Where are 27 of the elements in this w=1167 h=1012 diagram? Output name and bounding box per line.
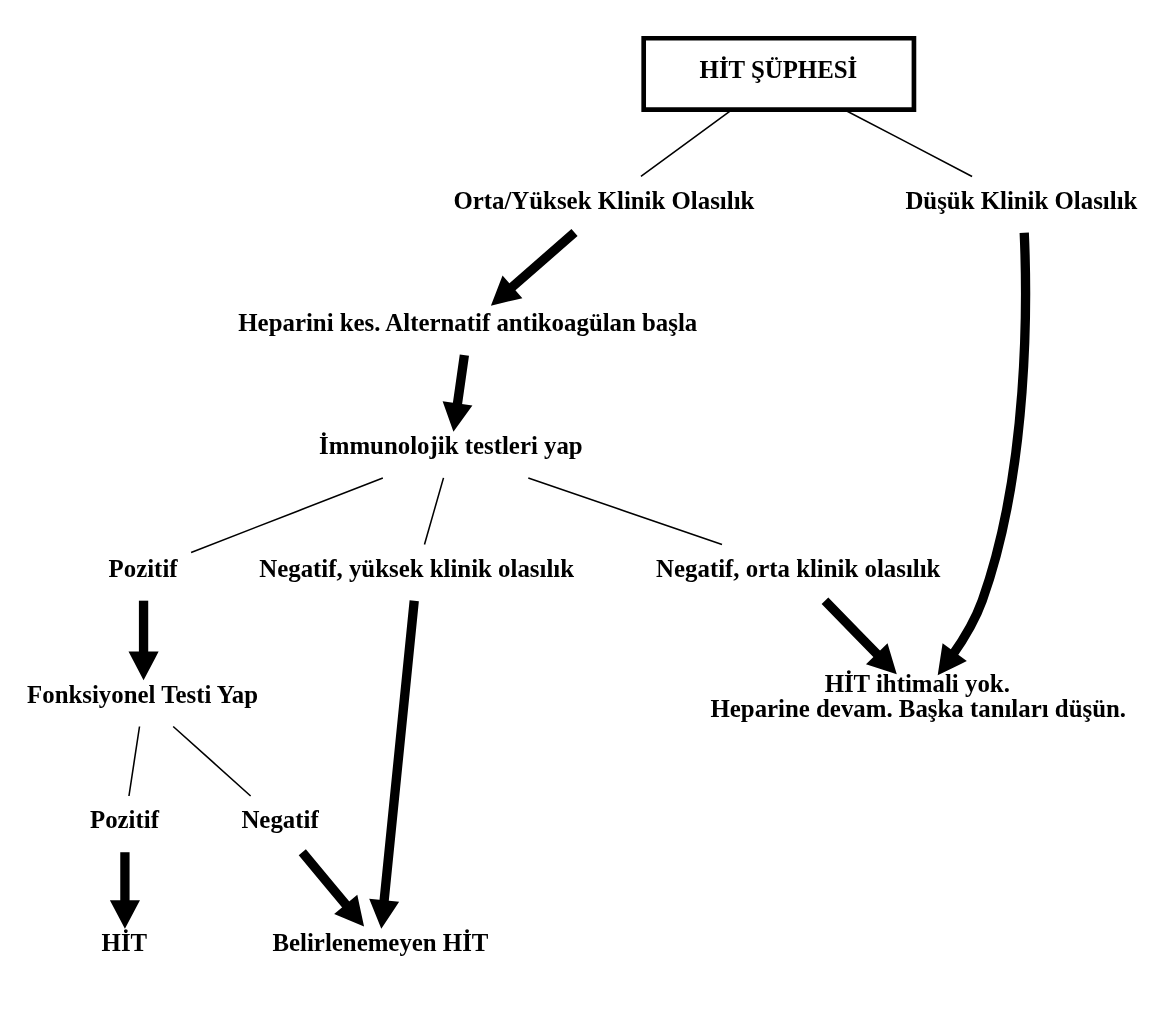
arrow (821, 596, 897, 674)
connector (423, 476, 445, 545)
arrow (109, 851, 140, 929)
node-text: Belirlenemeyen HİT (272, 928, 489, 956)
arrow (298, 848, 365, 926)
arrow (937, 232, 1031, 675)
node-box: HİT ŞÜPHESİ (641, 35, 917, 112)
connector (128, 725, 141, 797)
node-text: Negatif, yüksek klinik olasılık (259, 554, 575, 582)
connector (190, 476, 384, 553)
node-text: Negatif (241, 805, 319, 833)
node-text: HİT (101, 928, 148, 956)
node-text: Pozitif (89, 805, 159, 833)
node-text: HİT ihtimali yok. Heparine devam. Başka tanıları düşün. (710, 669, 1126, 722)
node-text: Negatif, orta klinik olasılık (656, 554, 941, 582)
node-text: Orta/Yüksek Klinik Olasılık (453, 186, 755, 214)
arrow (442, 354, 473, 432)
arrow (369, 599, 419, 929)
node-text: Pozitif (108, 554, 178, 582)
node-text: Fonksiyonel Testi Yap (27, 680, 259, 708)
connector (172, 725, 252, 797)
node-text: Düşük Klinik Olasılık (905, 186, 1138, 214)
node-text: İmmunolojik testleri yap (319, 431, 583, 459)
arrow (128, 600, 159, 680)
node-text: Heparini kes. Alternatif antikoagülan başla (238, 308, 698, 336)
arrow (490, 228, 578, 306)
connector (527, 476, 723, 545)
